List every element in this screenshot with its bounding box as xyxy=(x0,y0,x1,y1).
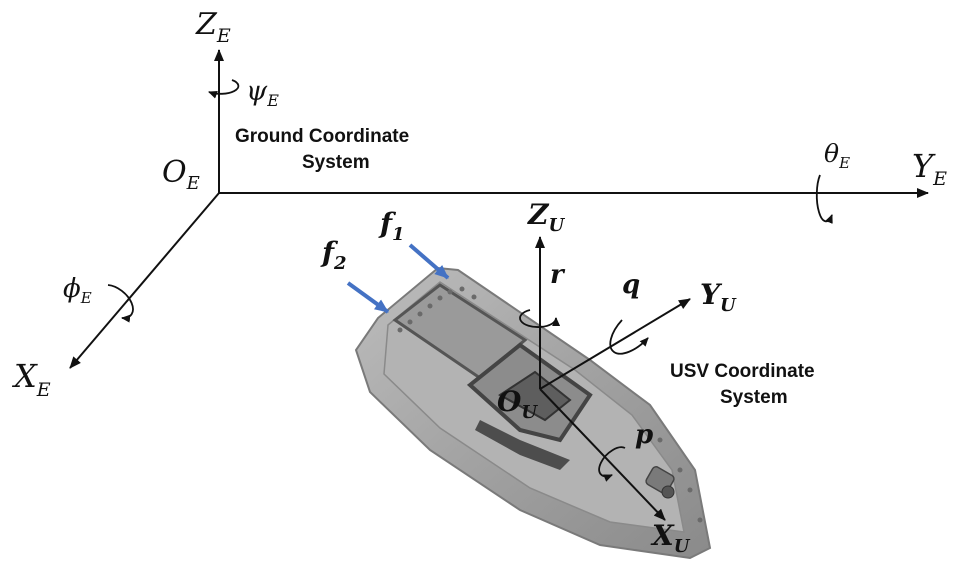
r-label: r xyxy=(550,260,566,290)
ground-origin-label: OE xyxy=(162,155,200,194)
usv-y-axis xyxy=(539,298,691,390)
q-label: q xyxy=(622,270,640,300)
usv-system-title-line1: USV Coordinate xyxy=(670,361,815,382)
ground-z-label: ZE xyxy=(195,7,231,47)
phi-label: ϕE xyxy=(63,274,92,307)
r-rotation-arrow xyxy=(519,309,561,328)
psi-rotation-arrow xyxy=(208,79,240,99)
p-label: p xyxy=(635,420,653,450)
ground-y-label: YE xyxy=(912,147,947,190)
ground-x-label: XE xyxy=(11,357,51,401)
p-rotation-arrow xyxy=(598,446,626,482)
usv-z-label: ZU xyxy=(527,198,565,236)
f1-force-arrow xyxy=(408,243,450,280)
f2-label: f2 xyxy=(320,236,347,274)
f2-force-arrow xyxy=(346,281,390,314)
usv-system-title-line2: System xyxy=(720,387,788,408)
q-rotation-arrow xyxy=(609,319,649,355)
usv-y-label: YU xyxy=(700,278,737,316)
f1-label: f1 xyxy=(378,207,405,245)
ground-system-title-line2: System xyxy=(302,152,370,173)
ground-system-title-line1: Ground Coordinate xyxy=(235,126,409,147)
theta-label: θE xyxy=(824,139,850,172)
usv-origin-label: OU xyxy=(497,385,538,423)
phi-rotation-arrow xyxy=(107,284,134,323)
theta-rotation-arrow xyxy=(815,174,833,224)
usv-boat-image xyxy=(354,266,712,560)
usv-x-axis xyxy=(539,388,666,521)
psi-label: ψE xyxy=(246,76,279,110)
ground-x-axis xyxy=(69,192,220,369)
usv-x-label: XU xyxy=(650,519,691,557)
